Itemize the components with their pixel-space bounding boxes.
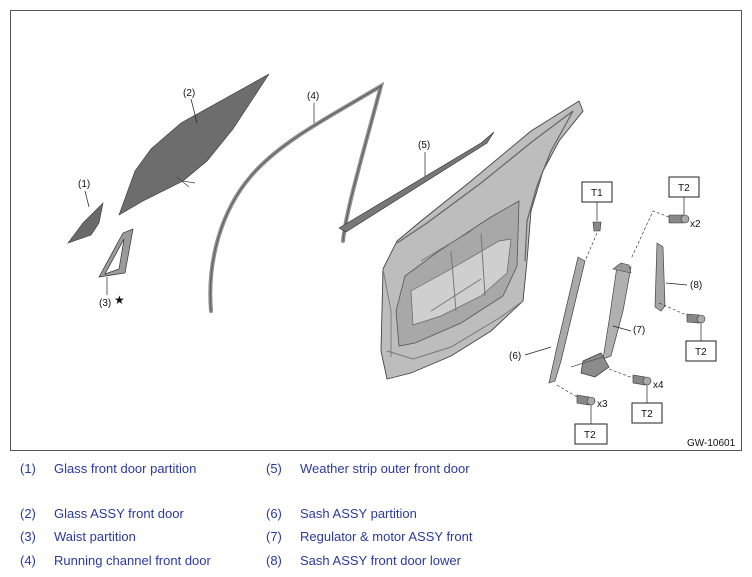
parts-legend: (1) Glass front door partition (2) Glass A… bbox=[0, 452, 752, 577]
diagram-canvas: (1) (2) (3) ★ (4) (5) bbox=[67, 73, 736, 449]
callout-6: (6) bbox=[509, 351, 521, 362]
legend-text: Running channel front door bbox=[54, 553, 211, 568]
legend-item-1: (1) Glass front door partition bbox=[20, 461, 196, 476]
torque-tag-t2-top-label: T2 bbox=[678, 183, 690, 194]
callout-4: (4) bbox=[307, 91, 319, 102]
legend-num: (8) bbox=[266, 553, 282, 568]
leader-2 bbox=[190, 98, 198, 124]
callout-7: (7) bbox=[633, 325, 645, 336]
legend-num: (3) bbox=[20, 529, 36, 544]
torque-tag-t2-bottom-label: T2 bbox=[584, 430, 596, 441]
legend-num: (2) bbox=[20, 506, 36, 521]
callout-3: (3) bbox=[99, 298, 111, 309]
leader-1 bbox=[84, 190, 90, 208]
qty-mid: x4 bbox=[653, 380, 664, 391]
legend-text: Glass ASSY front door bbox=[54, 506, 184, 521]
qty-bottom: x3 bbox=[597, 399, 608, 410]
part-5-weather-strip bbox=[338, 131, 495, 233]
legend-item-7: (7) Regulator & motor ASSY front bbox=[266, 529, 472, 544]
exploded-parts-diagram: (1) (2) (3) ★ (4) (5) bbox=[10, 10, 742, 451]
leader-8 bbox=[665, 282, 688, 286]
legend-num: (4) bbox=[20, 553, 36, 568]
bolt-top bbox=[668, 214, 684, 224]
legend-item-2: (2) Glass ASSY front door bbox=[20, 506, 184, 521]
bolt-mid bbox=[632, 374, 646, 386]
bolt-right bbox=[686, 313, 700, 324]
part-2-glass-assy bbox=[118, 73, 270, 216]
legend-text: Regulator & motor ASSY front bbox=[300, 529, 473, 544]
legend-text: Sash ASSY front door lower bbox=[300, 553, 461, 568]
legend-text: Glass front door partition bbox=[54, 461, 197, 476]
torque-tag-t2-right-label: T2 bbox=[695, 347, 707, 358]
leader-7 bbox=[612, 325, 632, 332]
bolt-bottom bbox=[576, 394, 590, 406]
legend-item-3: (3) Waist partition bbox=[20, 529, 136, 544]
legend-text: Waist partition bbox=[54, 529, 136, 544]
qty-top: x2 bbox=[690, 219, 701, 230]
legend-text: Weather strip outer front door bbox=[300, 461, 470, 476]
part-1-glass-partition bbox=[67, 202, 104, 244]
legend-item-8: (8) Sash ASSY front door lower bbox=[266, 553, 461, 568]
legend-text: Sash ASSY partition bbox=[300, 506, 417, 521]
callout-5: (5) bbox=[418, 140, 430, 151]
part-7-regulator-motor bbox=[570, 262, 632, 378]
legend-item-5: (5) Weather strip outer front door bbox=[266, 461, 470, 476]
part-3-waist-partition bbox=[98, 228, 134, 278]
legend-num: (7) bbox=[266, 529, 282, 544]
star-mark: ★ bbox=[114, 293, 125, 307]
leader-6 bbox=[524, 346, 552, 356]
legend-num: (1) bbox=[20, 461, 36, 476]
torque-tag-t2-mid bbox=[631, 402, 663, 424]
torque-tag-t1-label: T1 bbox=[591, 188, 603, 199]
torque-tag-t2-mid-label: T2 bbox=[641, 409, 653, 420]
callout-1: (1) bbox=[78, 179, 90, 190]
bolt-t1 bbox=[592, 221, 602, 232]
legend-num: (6) bbox=[266, 506, 282, 521]
legend-item-4: (4) Running channel front door bbox=[20, 553, 211, 568]
torque-tag-t2-right bbox=[685, 340, 717, 362]
part-8-sash-lower bbox=[654, 242, 666, 312]
front-door-body bbox=[380, 100, 584, 380]
callout-8: (8) bbox=[690, 280, 702, 291]
legend-num: (5) bbox=[266, 461, 282, 476]
figure-id: GW-10601 bbox=[687, 438, 736, 449]
legend-item-6: (6) Sash ASSY partition bbox=[266, 506, 417, 521]
callout-2: (2) bbox=[183, 88, 195, 99]
torque-tag-t2-bottom bbox=[574, 423, 608, 445]
